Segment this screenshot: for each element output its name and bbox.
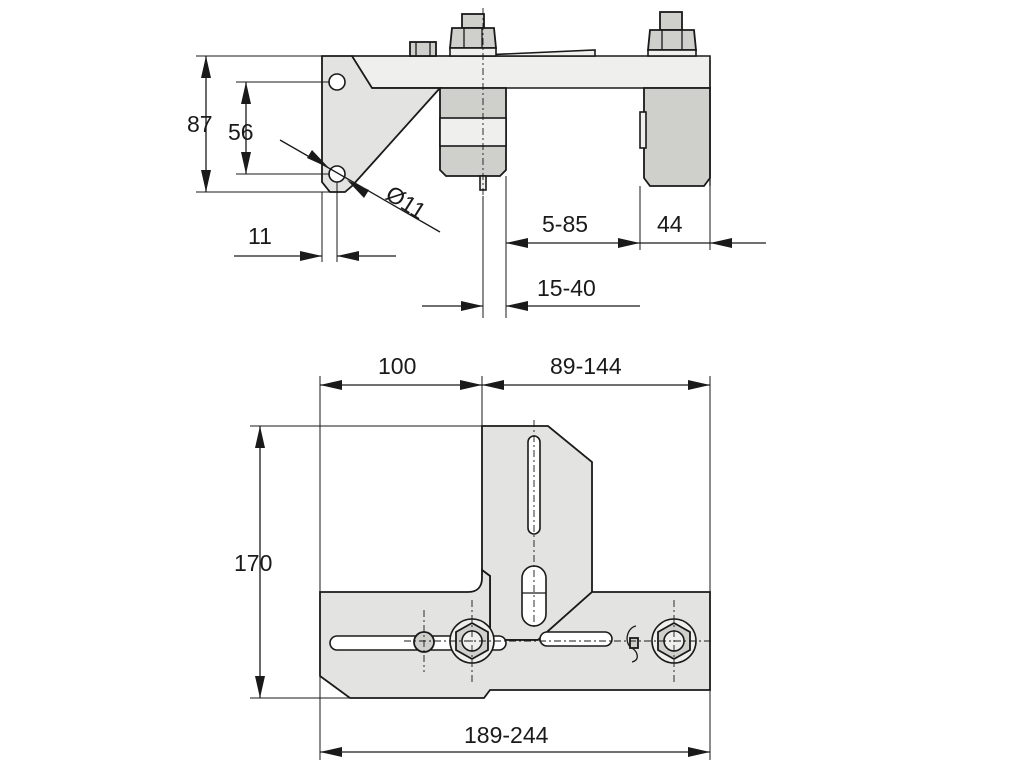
- dim-56: 56: [228, 119, 254, 145]
- right-bolt-top: [659, 11, 683, 31]
- top-view: 87 56 Ø11 11 5-85 44: [187, 8, 766, 318]
- center-bolt-top: [461, 13, 485, 29]
- dim-11: 11: [248, 223, 272, 249]
- dim-189-244: 189-244: [464, 722, 549, 748]
- dim-87: 87: [187, 111, 213, 137]
- upper-hole: [328, 73, 346, 91]
- front-view: 100 89-144 170 189-244: [234, 353, 712, 760]
- center-nut: [449, 27, 497, 49]
- right-nut: [647, 29, 697, 51]
- dim-89-144: 89-144: [550, 353, 622, 379]
- top-bar: [351, 55, 711, 89]
- dim-170: 170: [234, 550, 272, 576]
- dim-44: 44: [657, 211, 683, 237]
- right-block: [643, 87, 711, 187]
- horizontal-plate: [319, 568, 711, 699]
- dim-diameter-11: Ø11: [381, 180, 430, 224]
- lower-hole: [328, 165, 346, 183]
- dim-100: 100: [378, 353, 416, 379]
- dim-15-40: 15-40: [537, 275, 596, 301]
- small-nut: [409, 41, 437, 57]
- left-plate: [321, 55, 443, 193]
- right-slot: [539, 631, 613, 647]
- dim-5-85: 5-85: [542, 211, 588, 237]
